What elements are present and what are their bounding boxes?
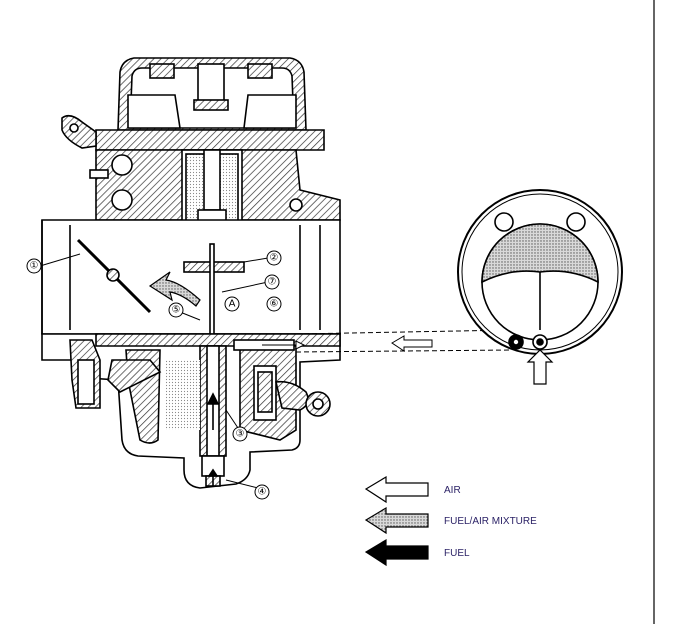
svg-text:①: ① xyxy=(30,261,39,272)
legend: AIR FUEL/AIR MIXTURE FUEL xyxy=(364,475,537,567)
air-arrow-icon xyxy=(364,475,429,504)
mixture-arrow-icon xyxy=(364,506,429,535)
legend-fuel-label: FUEL xyxy=(444,548,470,559)
legend-air-label: AIR xyxy=(444,485,461,496)
svg-text:A: A xyxy=(229,299,236,310)
svg-text:⑦: ⑦ xyxy=(268,277,277,288)
legend-air: AIR xyxy=(364,475,461,504)
svg-text:④: ④ xyxy=(258,487,267,498)
callout-6: ⑥ xyxy=(266,296,282,312)
legend-fuel: FUEL xyxy=(364,538,470,567)
svg-text:②: ② xyxy=(270,253,279,264)
callout-1: ① xyxy=(26,258,42,274)
callout-5: ⑤ xyxy=(168,302,184,318)
callout-2: ② xyxy=(266,250,282,266)
legend-mixture-label: FUEL/AIR MIXTURE xyxy=(444,516,537,527)
svg-text:⑤: ⑤ xyxy=(172,305,181,316)
callout-3: ③ xyxy=(232,426,248,442)
air-arrow-passage xyxy=(391,335,433,352)
svg-text:③: ③ xyxy=(236,429,245,440)
fuel-arrow-icon xyxy=(364,538,429,567)
svg-text:⑥: ⑥ xyxy=(270,299,279,310)
callout-7: ⑦ xyxy=(264,274,280,290)
inset-detail xyxy=(457,189,623,385)
callout-a: A xyxy=(224,296,240,312)
callout-4: ④ xyxy=(254,484,270,500)
carburetor-body xyxy=(41,57,341,489)
legend-mixture: FUEL/AIR MIXTURE xyxy=(364,506,537,535)
callouts xyxy=(39,253,269,489)
